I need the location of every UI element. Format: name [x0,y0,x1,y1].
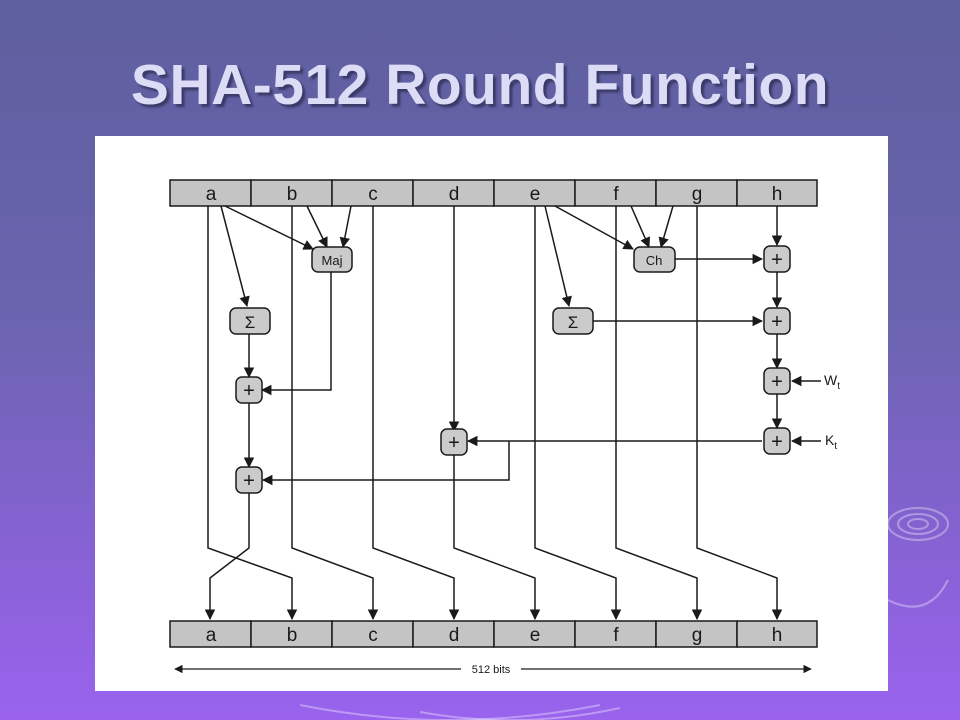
adder-a1-label: + [243,380,255,402]
bottom-register-g: g [692,625,703,646]
top-register-a: a [206,184,217,205]
top-register-row [170,180,817,206]
sigma0-label: Σ [245,313,256,332]
connection-lines [175,206,821,669]
bottom-register-c: c [368,625,378,646]
bottom-register-f: f [613,625,619,646]
width-label: 512 bits [472,664,511,676]
diagram-panel: a b c d e f g h a b c d e f g h [95,136,888,691]
top-register-h: h [772,184,783,205]
sigma1-label: Σ [568,313,579,332]
bottom-register-row [170,621,817,647]
top-register-d: d [449,184,460,205]
top-register-f: f [613,184,619,205]
bottom-register-e: e [530,625,541,646]
bottom-register-h: h [772,625,783,646]
sha512-round-diagram: a b c d e f g h a b c d e f g h [95,136,888,691]
adder-h3-label: + [771,371,783,393]
bottom-register-b: b [287,625,298,646]
maj-label: Maj [322,253,343,268]
adder-h2-label: + [771,311,783,333]
top-register-g: g [692,184,703,205]
ch-label: Ch [646,253,663,268]
k-input-label: Kt [825,432,837,452]
adder-h4-label: + [771,431,783,453]
top-register-b: b [287,184,298,205]
bottom-register-a: a [206,625,217,646]
adder-a2-label: + [243,470,255,492]
w-input-label: Wt [824,372,840,392]
adder-d-label: + [448,432,460,454]
adder-h1-label: + [771,249,783,271]
top-register-c: c [368,184,378,205]
bottom-register-d: d [449,625,460,646]
slide-title: SHA-512 Round Function [0,52,960,118]
top-register-e: e [530,184,541,205]
